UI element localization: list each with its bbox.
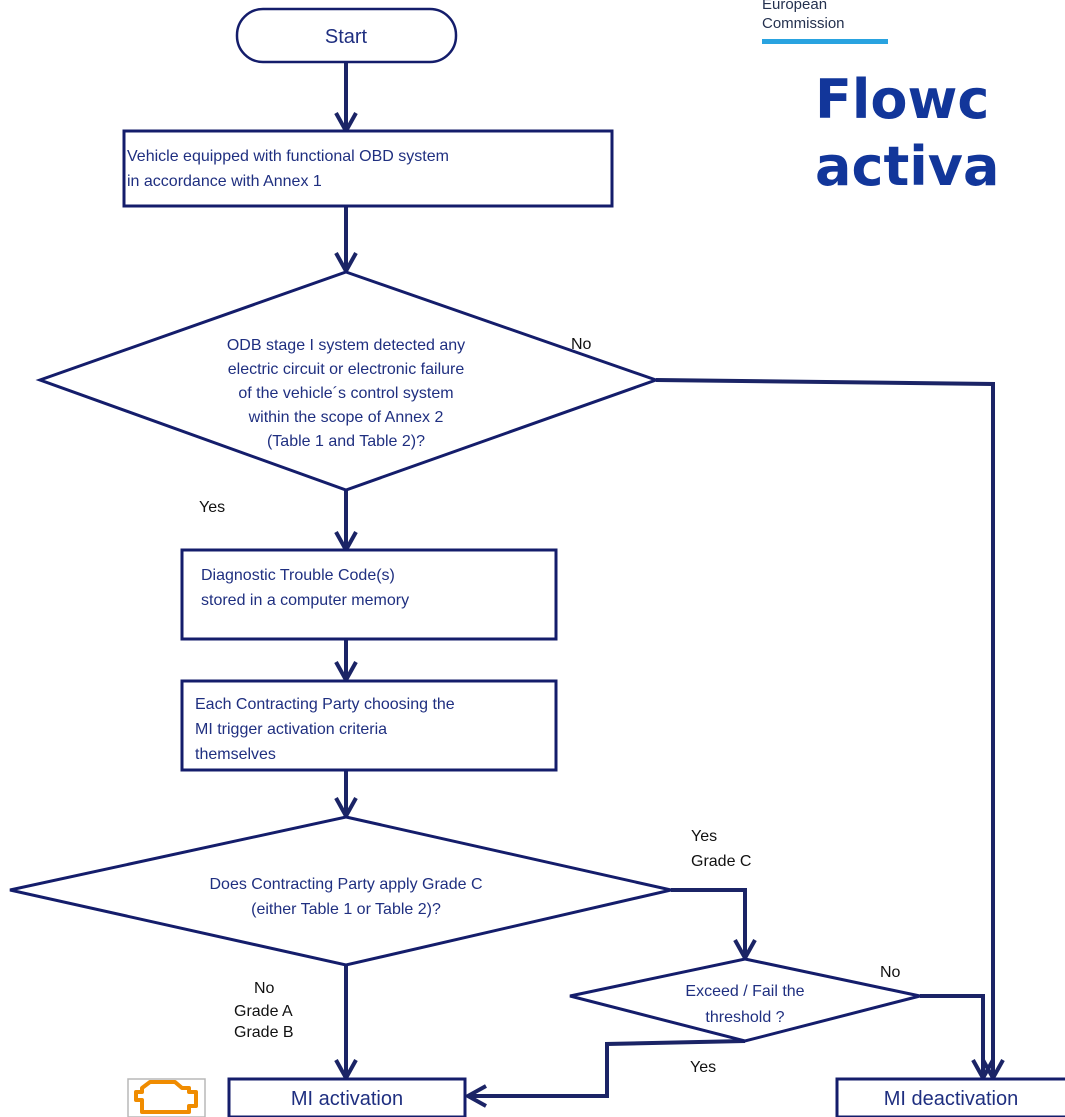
- process-box-dtc: Diagnostic Trouble Code(s) stored in a c…: [180, 548, 558, 641]
- process-box-obd: Vehicle equipped with functional OBD sys…: [122, 129, 614, 208]
- decision-grade-c: Does Contracting Party apply Grade C (ei…: [9, 815, 672, 967]
- label-yes-detect: Yes: [199, 499, 225, 516]
- check-engine-icon: [127, 1078, 206, 1117]
- label-yes-threshold: Yes: [690, 1059, 716, 1076]
- mi-deactivation-label: MI deactivation: [884, 1088, 1019, 1110]
- logo-bar: [762, 39, 888, 44]
- mi-activation-label: MI activation: [291, 1088, 403, 1110]
- logo-text-line2: Commission: [762, 15, 845, 32]
- label-no-grade: No: [254, 980, 275, 997]
- dtc-line-1: Diagnostic Trouble Code(s): [201, 567, 395, 584]
- threshold-line-1: Exceed / Fail the: [685, 983, 804, 1000]
- label-no-detect: No: [571, 336, 592, 353]
- detect-line-3: of the vehicle´s control system: [238, 385, 453, 402]
- party-line-1: Each Contracting Party choosing the: [195, 696, 455, 713]
- arrow-detect-no-to-deactivation: [655, 378, 993, 1077]
- label-grade-c: Grade C: [691, 853, 751, 870]
- process-box-contracting-party: Each Contracting Party choosing the MI t…: [180, 679, 558, 772]
- party-line-3: themselves: [195, 746, 276, 763]
- detect-line-2: electric circuit or electronic failure: [228, 361, 465, 378]
- start-label: Start: [325, 26, 368, 48]
- obd-line-2: in accordance with Annex 1: [127, 173, 322, 190]
- mi-activation-box: MI activation: [227, 1077, 467, 1117]
- start-terminator: Start: [235, 7, 458, 64]
- mi-deactivation-box: MI deactivation: [835, 1077, 1065, 1117]
- label-grade-b: Grade B: [234, 1024, 294, 1041]
- decision-detect-failure: ODB stage I system detected any electric…: [35, 270, 661, 492]
- arrow-threshold-no-to-deactivation: [920, 994, 983, 1077]
- european-commission-logo: European Commission: [762, 0, 888, 44]
- arrow-grade-to-threshold: [671, 888, 745, 957]
- party-line-2: MI trigger activation criteria: [195, 721, 387, 738]
- threshold-line-2: threshold ?: [705, 1009, 784, 1026]
- grade-line-2: (either Table 1 or Table 2)?: [251, 901, 441, 918]
- detect-line-5: (Table 1 and Table 2)?: [267, 433, 425, 450]
- detect-line-1: ODB stage I system detected any: [227, 337, 465, 354]
- logo-text-line1: European: [762, 0, 827, 13]
- decision-threshold: Exceed / Fail the threshold ?: [569, 957, 921, 1043]
- dtc-line-2: stored in a computer memory: [201, 592, 409, 609]
- obd-line-1: Vehicle equipped with functional OBD sys…: [127, 148, 449, 165]
- label-grade-a: Grade A: [234, 1003, 293, 1020]
- label-yes-grade-c: Yes: [691, 828, 717, 845]
- page-title-line1: Flowc: [815, 68, 989, 131]
- label-no-threshold: No: [880, 964, 901, 981]
- arrow-threshold-yes-to-activation: [469, 1039, 746, 1096]
- grade-line-1: Does Contracting Party apply Grade C: [209, 876, 482, 893]
- connectors: [346, 60, 993, 1096]
- page-title-line2: activa: [815, 135, 999, 198]
- detect-line-4: within the scope of Annex 2: [248, 409, 444, 426]
